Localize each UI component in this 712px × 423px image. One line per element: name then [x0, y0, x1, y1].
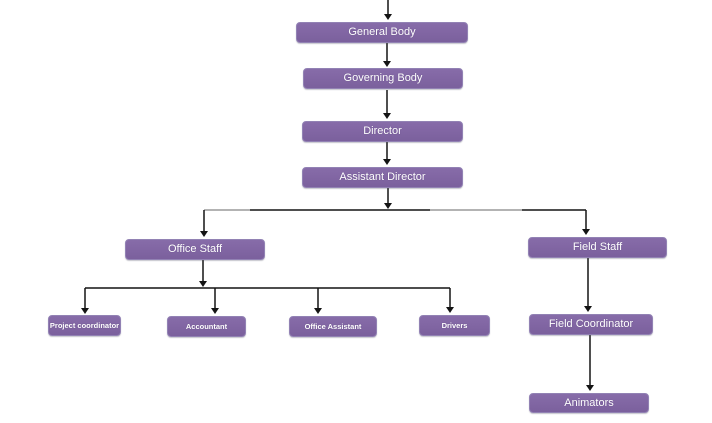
connector-director-to-assistant-director [383, 142, 391, 165]
connector-field-staff-to-field-coordinator [584, 258, 592, 312]
connector-assistant-director-to-tee [384, 188, 392, 209]
node-drivers: Drivers [419, 315, 490, 336]
connector-tee2-to-project-coordinator [81, 288, 89, 314]
node-accountant: Accountant [167, 316, 246, 337]
connector-tee2-to-accountant [211, 288, 219, 314]
connector-governing-body-to-director [383, 90, 391, 119]
connector-tee-to-office-staff [200, 210, 208, 237]
node-governing-body: Governing Body [303, 68, 463, 89]
node-general-body: General Body [296, 22, 468, 43]
node-field-coordinator: Field Coordinator [529, 314, 653, 335]
connector-tee2-to-drivers [446, 288, 454, 313]
node-assistant-director: Assistant Director [302, 167, 463, 188]
connector-office-staff-to-tee2 [199, 260, 207, 287]
connector-tee-to-field-staff [582, 210, 590, 235]
node-project-coordinator: Project coordinator [48, 315, 121, 336]
node-office-staff: Office Staff [125, 239, 265, 260]
node-director: Director [302, 121, 463, 142]
node-animators: Animators [529, 393, 649, 413]
connector-general-body-to-governing-body [383, 43, 391, 67]
node-office-assistant: Office Assistant [289, 316, 377, 337]
node-field-staff: Field Staff [528, 237, 667, 258]
connector-field-coordinator-to-animators [586, 335, 594, 391]
connector-tee2-to-office-assistant [314, 288, 322, 314]
connector-top-to-general-body [384, 0, 392, 20]
